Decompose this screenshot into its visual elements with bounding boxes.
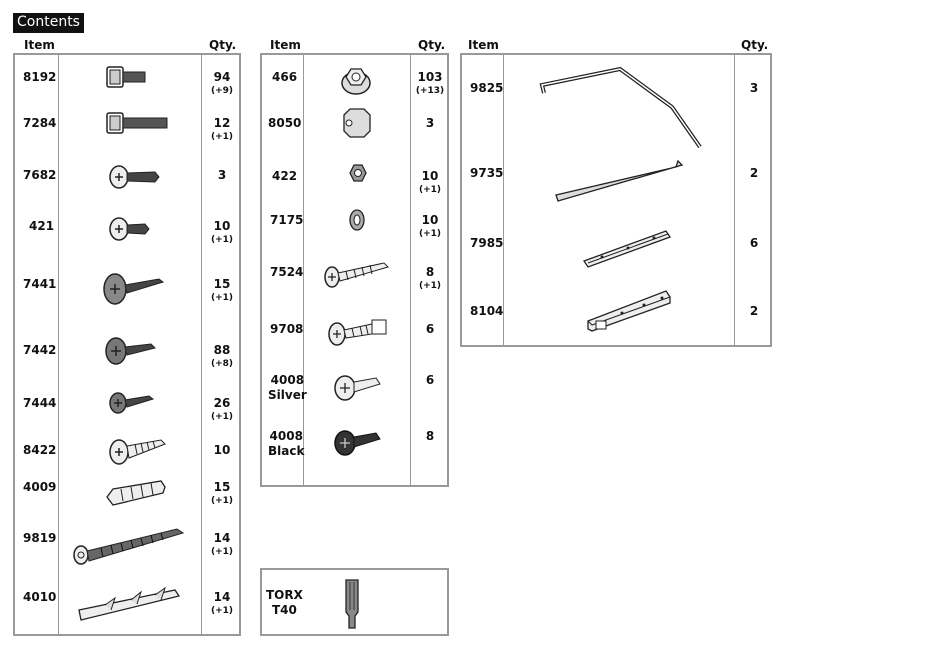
quantity: 15(+1) [202, 277, 242, 305]
quantity: 3 [202, 168, 242, 182]
item-number: 7985 [470, 236, 503, 251]
wafer-head-screw-icon [101, 267, 171, 307]
item-number: 9819 [23, 531, 56, 546]
torx-bit-icon [342, 576, 362, 632]
item-number: 9735 [470, 166, 503, 181]
item-number: 7682 [23, 168, 56, 183]
quantity: 10 [202, 443, 242, 457]
phillips-screw-icon [107, 163, 167, 191]
item-number: 421 [29, 219, 54, 234]
quantity: 15(+1) [202, 480, 242, 508]
washer-icon [346, 207, 368, 233]
black-tek-screw-icon [332, 423, 386, 459]
square-head-bolt-icon [103, 63, 163, 91]
wood-screw-icon [107, 432, 171, 466]
item-number: 7444 [23, 396, 56, 411]
pan-head-screw-icon [103, 333, 163, 369]
item-number: 8422 [23, 443, 56, 458]
flat-bar-icon [550, 157, 690, 207]
col-header-item: Item [270, 38, 301, 52]
quantity: 88(+8) [202, 343, 242, 371]
quantity: 103(+13) [410, 70, 450, 98]
quantity: 2 [734, 304, 774, 318]
item-number: 7284 [23, 116, 56, 131]
quantity: 3 [734, 81, 774, 95]
hex-coupling-nut-icon [338, 105, 374, 141]
item-number: 9708 [270, 322, 303, 337]
item-number: 4009 [23, 480, 56, 495]
quantity: 94(+9) [202, 70, 242, 98]
torx-lag-screw-icon [71, 521, 191, 567]
quantity: 26(+1) [202, 396, 242, 424]
item-number: 9825 [470, 81, 503, 96]
item-number: 8192 [23, 70, 56, 85]
parts-table-1: 8192 94(+9) 7284 12(+1) 7682 3 421 10(+1… [13, 53, 241, 636]
quantity: 10(+1) [202, 219, 242, 247]
item-number: 4010 [23, 590, 56, 605]
item-number: 4008 Silver [268, 373, 307, 403]
wall-plug-icon [103, 475, 171, 511]
parts-table-3: 9825 3 9735 2 7985 6 8104 2 [460, 53, 772, 347]
col-header-item: Item [468, 38, 499, 52]
item-number: 466 [272, 70, 297, 85]
tool-name: TORX T40 [266, 588, 303, 618]
col-header-qty: Qty. [741, 38, 768, 52]
quantity: 10(+1) [410, 213, 450, 241]
quantity: 8(+1) [410, 265, 450, 293]
quantity: 6 [734, 236, 774, 250]
tool-box: TORX T40 [260, 568, 449, 636]
long-square-head-bolt-icon [103, 109, 173, 137]
parts-table-2: 466 103(+13) 8050 3 422 10(+1) 7175 10(+… [260, 53, 449, 487]
quantity: 8 [410, 429, 450, 443]
item-number: 422 [272, 169, 297, 184]
bracket-strip-icon [578, 225, 678, 273]
long-wall-anchor-icon [75, 580, 185, 626]
drill-point-screw-icon [326, 312, 392, 348]
contents-title: Contents [13, 13, 84, 33]
item-number: 4008 Black [268, 429, 304, 459]
quantity: 10(+1) [410, 169, 450, 197]
item-number: 7524 [270, 265, 303, 280]
quantity: 12(+1) [202, 116, 242, 144]
quantity: 6 [410, 322, 450, 336]
self-drilling-screw-icon [322, 255, 394, 291]
col-header-qty: Qty. [209, 38, 236, 52]
col-header-qty: Qty. [418, 38, 445, 52]
silver-tek-screw-icon [332, 368, 386, 404]
flange-nut-icon [338, 63, 374, 97]
item-number: 7175 [270, 213, 303, 228]
angle-bracket-icon [582, 285, 682, 337]
item-number: 7441 [23, 277, 56, 292]
item-number: 8050 [268, 116, 301, 131]
small-pan-head-screw-icon [107, 388, 167, 418]
quantity: 14(+1) [202, 590, 242, 618]
hex-nut-icon [346, 161, 370, 185]
quantity: 14(+1) [202, 531, 242, 559]
quantity: 6 [410, 373, 450, 387]
quantity: 2 [734, 166, 774, 180]
bent-rod-icon [536, 63, 706, 153]
col-header-item: Item [24, 38, 55, 52]
short-phillips-screw-icon [107, 215, 167, 243]
item-number: 8104 [470, 304, 503, 319]
item-number: 7442 [23, 343, 56, 358]
quantity: 3 [410, 116, 450, 130]
